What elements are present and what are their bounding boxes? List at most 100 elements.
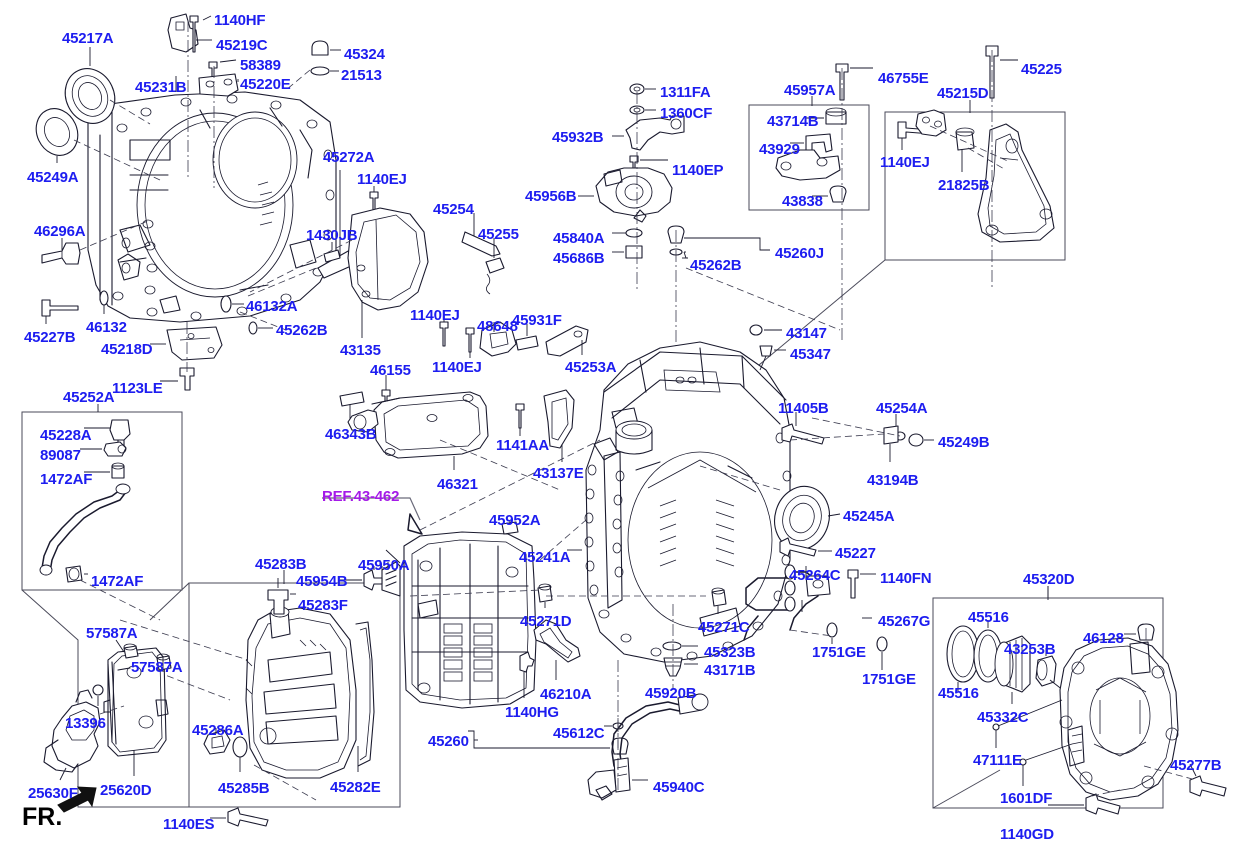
part-label-58389: 58389 [240, 57, 281, 74]
part-label-21513: 21513 [341, 67, 382, 84]
part-label-45241a: 45241A [519, 549, 571, 566]
part-label-1140ej: 1140EJ [357, 171, 407, 188]
part-label-45225: 45225 [1021, 61, 1062, 78]
part-label-1601df: 1601DF [1000, 790, 1053, 807]
part-label-1140ej: 1140EJ [432, 359, 482, 376]
part-label-46296a: 46296A [34, 223, 86, 240]
part-label-43929: 43929 [759, 141, 800, 158]
part-label-1751ge: 1751GE [812, 644, 866, 661]
part-label-1123le: 1123LE [112, 380, 163, 397]
part-label-45231b: 45231B [135, 79, 187, 96]
part-label-45957a: 45957A [784, 82, 836, 99]
part-label-45262b: 45262B [276, 322, 328, 339]
part-label-1311fa: 1311FA [660, 84, 711, 101]
part-label-1140fn: 1140FN [880, 570, 932, 587]
part-label-13396: 13396 [65, 715, 106, 732]
part-label-1472af: 1472AF [40, 471, 93, 488]
part-label-45956b: 45956B [525, 188, 577, 205]
part-label-1751ge: 1751GE [862, 671, 916, 688]
part-label-45324: 45324 [344, 46, 385, 63]
part-label-45285b: 45285B [218, 780, 270, 797]
part-label-45262b: 45262B [690, 257, 742, 274]
part-label-45323b: 45323B [704, 644, 756, 661]
part-label-57587a: 57587A [131, 659, 183, 676]
part-label-45940c: 45940C [653, 779, 705, 796]
part-label-43714b: 43714B [767, 113, 819, 130]
part-label-45220e: 45220E [240, 76, 291, 93]
part-label-45932b: 45932B [552, 129, 604, 146]
part-label-45255: 45255 [478, 226, 519, 243]
part-label-47111e: 47111E [973, 752, 1022, 769]
part-label-45920b: 45920B [645, 685, 697, 702]
part-label-45227b: 45227B [24, 329, 76, 346]
part-label-43137e: 43137E [533, 465, 584, 482]
reference-note-label: REF.43-462 [322, 488, 400, 505]
part-label-45219c: 45219C [216, 37, 268, 54]
part-label-1140hf: 1140HF [214, 12, 266, 29]
part-label-45260j: 45260J [775, 245, 824, 262]
part-label-45228a: 45228A [40, 427, 92, 444]
part-label-46128: 46128 [1083, 630, 1124, 647]
part-label-1140gd: 1140GD [1000, 826, 1054, 843]
part-label-1140ej: 1140EJ [880, 154, 930, 171]
part-label-43147: 43147 [786, 325, 827, 342]
part-label-43171b: 43171B [704, 662, 756, 679]
part-label-45254: 45254 [433, 201, 474, 218]
part-label-57587a: 57587A [86, 625, 138, 642]
part-label-45271d: 45271D [520, 613, 572, 630]
part-label-46755e: 46755E [878, 70, 929, 87]
part-label-1360cf: 1360CF [660, 105, 713, 122]
part-label-43838: 43838 [782, 193, 823, 210]
part-label-89087: 89087 [40, 447, 81, 464]
part-label-48648: 48648 [477, 318, 518, 335]
part-label-45254a: 45254A [876, 400, 928, 417]
part-label-25620d: 25620D [100, 782, 152, 799]
part-label-1140es: 1140ES [163, 816, 215, 833]
part-label-45954b: 45954B [296, 573, 348, 590]
part-label-45252a: 45252A [63, 389, 115, 406]
part-label-45277b: 45277B [1170, 757, 1222, 774]
part-label-45215d: 45215D [937, 85, 989, 102]
part-label-46210a: 46210A [540, 686, 592, 703]
part-label-46132a: 46132A [246, 298, 298, 315]
part-label-25630f: 25630F [28, 785, 78, 802]
part-label-45612c: 45612C [553, 725, 605, 742]
part-label-45217a: 45217A [62, 30, 114, 47]
part-label-1140ep: 1140EP [672, 162, 724, 179]
part-label-45283b: 45283B [255, 556, 307, 573]
part-label-46343b: 46343B [325, 426, 377, 443]
part-label-1140hg: 1140HG [505, 704, 559, 721]
part-label-45249b: 45249B [938, 434, 990, 451]
part-label-45272a: 45272A [323, 149, 375, 166]
part-label-45264c: 45264C [789, 567, 841, 584]
part-label-45218d: 45218D [101, 341, 153, 358]
orientation-marker: FR. [22, 803, 63, 831]
part-label-45516: 45516 [938, 685, 979, 702]
part-label-46132: 46132 [86, 319, 127, 336]
part-label-1141aa: 1141AA [496, 437, 550, 454]
part-label-1472af: 1472AF [91, 573, 144, 590]
part-label-45950a: 45950A [358, 557, 410, 574]
part-label-43253b: 43253B [1004, 641, 1056, 658]
part-label-45286a: 45286A [192, 722, 244, 739]
part-label-1140ej: 1140EJ [410, 307, 460, 324]
part-label-45260: 45260 [428, 733, 469, 750]
part-label-43135: 43135 [340, 342, 381, 359]
part-label-21825b: 21825B [938, 177, 990, 194]
part-label-45840a: 45840A [553, 230, 605, 247]
part-label-45283f: 45283F [298, 597, 348, 614]
part-label-45320d: 45320D [1023, 571, 1075, 588]
part-label-45227: 45227 [835, 545, 876, 562]
part-label-45686b: 45686B [553, 250, 605, 267]
part-label-11405b: 11405B [778, 400, 829, 417]
part-label-45267g: 45267G [878, 613, 931, 630]
part-label-45253a: 45253A [565, 359, 617, 376]
part-label-43194b: 43194B [867, 472, 919, 489]
part-label-45332c: 45332C [977, 709, 1029, 726]
part-label-45282e: 45282E [330, 779, 381, 796]
part-label-1430jb: 1430JB [306, 227, 358, 244]
part-label-45952a: 45952A [489, 512, 541, 529]
part-label-45931f: 45931F [512, 312, 562, 329]
part-label-45347: 45347 [790, 346, 831, 363]
